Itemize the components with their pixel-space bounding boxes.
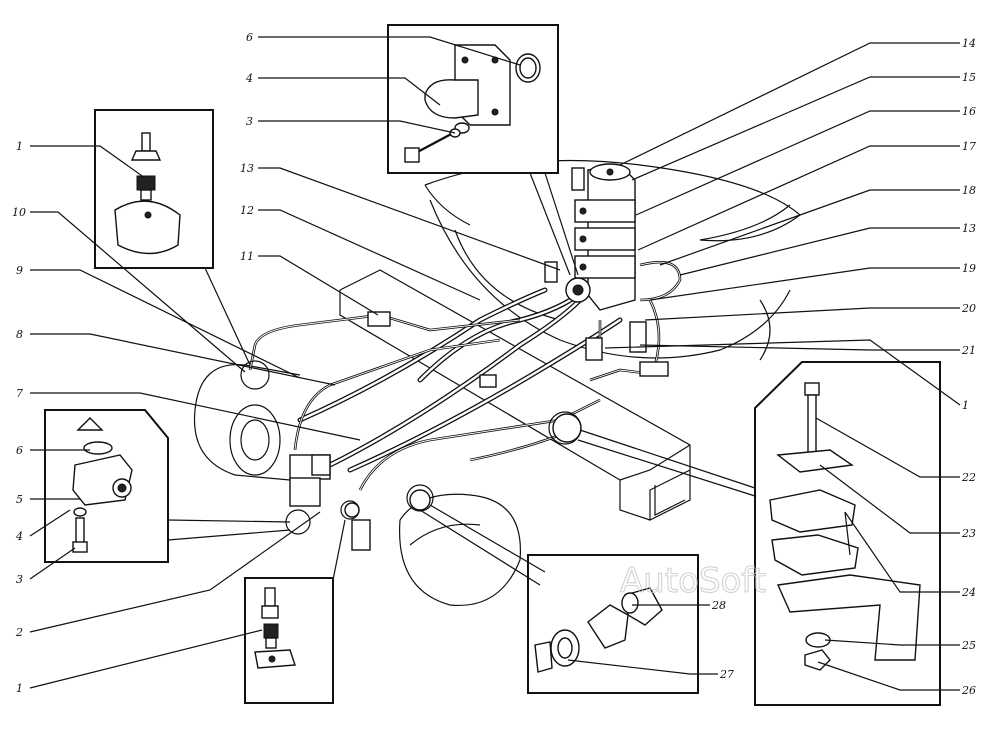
callout-18: 18 (962, 184, 976, 197)
inset-bottom-small (244, 577, 334, 704)
callout-25: 25 (961, 639, 976, 652)
inset-left-top (94, 109, 214, 269)
inset-left-bottom (44, 409, 169, 563)
callout-4-top: 4 (245, 72, 253, 85)
callout-24: 24 (961, 586, 976, 599)
callout-28: 28 (711, 599, 726, 612)
callout-9: 9 (16, 264, 23, 277)
callout-20: 20 (961, 302, 976, 315)
leader-lines (29, 36, 961, 691)
callout-6-left: 6 (16, 444, 23, 457)
callout-12: 12 (240, 204, 254, 217)
callout-2: 2 (15, 626, 23, 639)
callout-19: 19 (962, 262, 976, 275)
callout-21: 21 (961, 344, 976, 357)
callout-3-left: 3 (16, 573, 23, 586)
callout-14: 14 (962, 37, 976, 50)
chassis-frame (339, 269, 691, 521)
callout-27: 27 (719, 668, 734, 681)
air-tank-left (193, 363, 301, 481)
callout-13-center: 13 (240, 162, 254, 175)
watermark: AutoSoft (620, 561, 766, 601)
brake-valve-unit (544, 163, 636, 311)
callout-22: 22 (961, 471, 976, 484)
callout-11: 11 (240, 250, 254, 263)
callout-labels: 1 10 9 8 7 6 5 4 3 2 1 6 4 3 13 12 11 14… (12, 31, 976, 697)
callout-6-top: 6 (246, 31, 253, 44)
callout-1-top: 1 (16, 140, 23, 153)
callout-13-right: 13 (962, 222, 976, 235)
callout-15: 15 (962, 71, 976, 84)
callout-17: 17 (962, 140, 976, 153)
callout-1-bottom: 1 (16, 682, 23, 695)
callout-7: 7 (16, 387, 23, 400)
detail-markers (240, 360, 582, 535)
inset-bottom-center (527, 554, 699, 694)
callout-10: 10 (12, 206, 26, 219)
callout-4-left: 4 (15, 530, 23, 543)
callout-8: 8 (16, 328, 23, 341)
callout-26: 26 (961, 684, 976, 697)
callout-16: 16 (962, 105, 976, 118)
callout-23: 23 (961, 527, 976, 540)
callout-3-top: 3 (246, 115, 253, 128)
inset-top-center (387, 24, 559, 174)
brake-pipes (248, 260, 682, 491)
callout-5: 5 (16, 493, 23, 506)
callout-1-right: 1 (962, 399, 969, 412)
